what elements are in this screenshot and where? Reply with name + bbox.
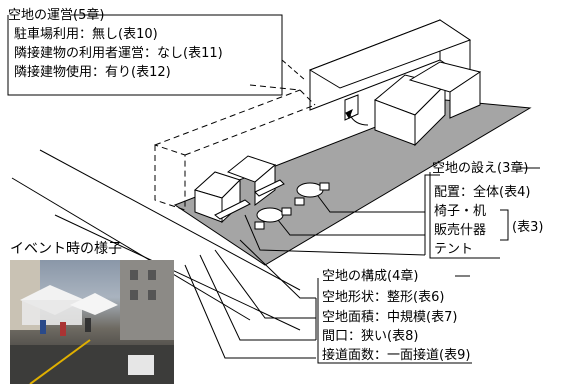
composition-box-title: 空地の構成(4章)	[322, 269, 419, 284]
event-photo-image	[10, 260, 174, 384]
neighbor-building-dashed	[154, 84, 316, 211]
entrance-arrowhead	[345, 108, 353, 120]
operation-line-neighbor-use: 隣接建物使用：有り(表12)	[14, 65, 171, 80]
operation-line-neighbor-user: 隣接建物の利用者運営：なし(表11)	[14, 46, 223, 61]
operation-line-parking: 駐車場利用：無し(表10)	[14, 27, 158, 42]
setup-item-sales-fixtures: 販売什器	[434, 223, 487, 238]
composition-frontage: 間口：狭い(表8)	[322, 329, 419, 344]
road-line	[39, 149, 301, 291]
setup-box-frame	[429, 172, 500, 259]
adjacent-building	[308, 19, 472, 121]
road-line	[11, 177, 251, 321]
tables-and-chairs	[254, 182, 330, 230]
composition-area: 空地面積：中規模(表7)	[322, 310, 458, 325]
setup-item-chairs-tables: 椅子・机	[434, 204, 487, 219]
setup-leader-lines	[244, 174, 509, 256]
operation-box-frame	[7, 14, 283, 96]
entrance-arrow	[349, 114, 369, 126]
composition-leader-lines	[184, 239, 317, 359]
setup-box-title: 空地の設え(3章)	[432, 161, 529, 176]
composition-box-frame	[317, 278, 472, 364]
operation-box-title: 空地の運営(5章)	[8, 8, 105, 23]
setup-layout: 配置：全体(表4)	[434, 185, 531, 200]
tent-back	[374, 61, 482, 147]
operation-leader	[281, 59, 306, 81]
setup-table-ref: (表3)	[512, 220, 544, 235]
event-photo	[10, 260, 174, 384]
setup-item-tent: テント	[434, 242, 474, 257]
event-photo-caption: イベント時の様子	[10, 241, 122, 257]
composition-road-sides: 接道面数：一面接道(表9)	[322, 348, 471, 363]
sales-fixture	[214, 179, 285, 220]
composition-shape: 空地形状：整形(表6)	[322, 290, 445, 305]
